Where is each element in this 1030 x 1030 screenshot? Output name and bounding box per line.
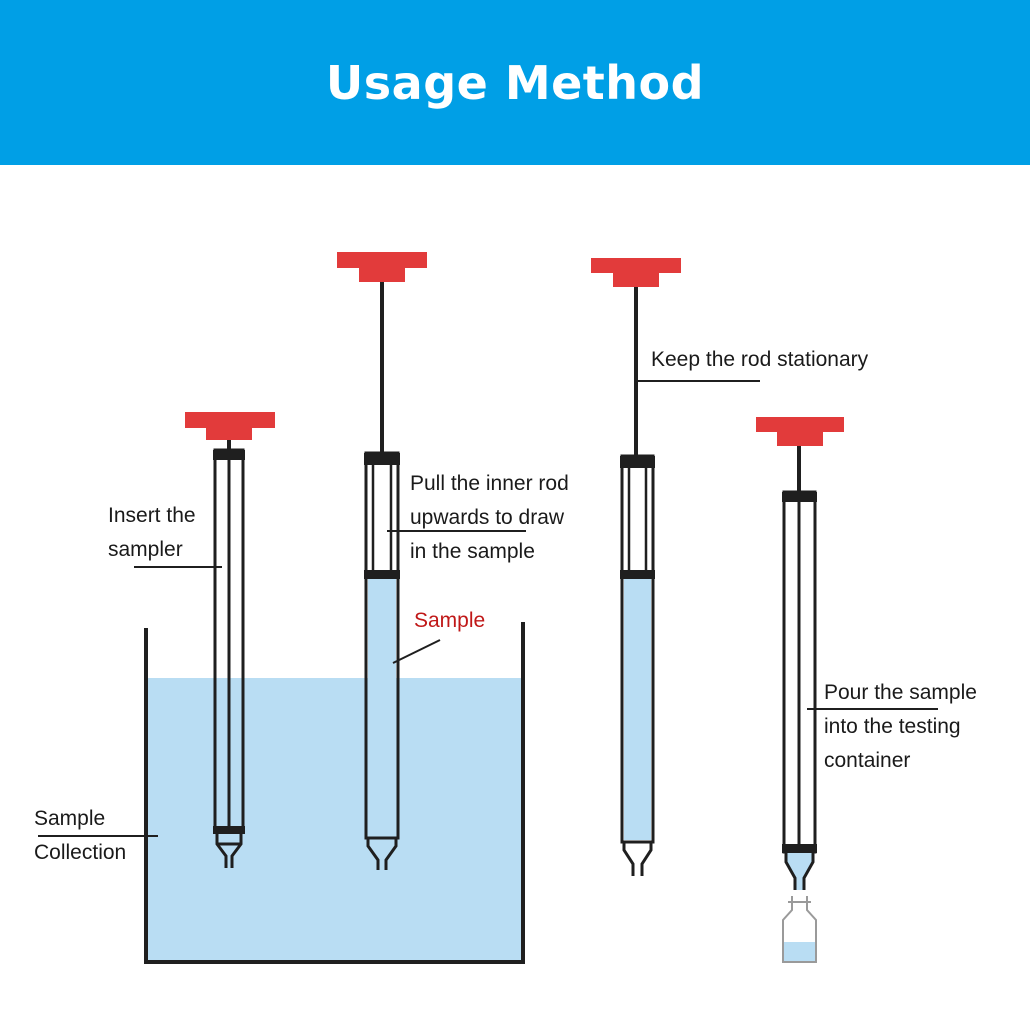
sampler-pull-piston bbox=[364, 570, 400, 579]
test-bottle-outline bbox=[782, 896, 817, 963]
sampler-keep-nozzle bbox=[622, 842, 653, 876]
collection-label-line-1: Sample bbox=[34, 807, 106, 830]
sampler-insert-top-cap bbox=[213, 450, 245, 460]
container-liquid bbox=[146, 678, 522, 962]
pour-label: Pour the sample into the testing contain… bbox=[824, 676, 977, 778]
sampler-keep bbox=[591, 258, 760, 876]
sampler-pour-nozzle-liquid bbox=[786, 853, 813, 890]
page-title: Usage Method bbox=[325, 55, 705, 110]
sampler-pour-top-cap bbox=[782, 492, 817, 502]
sampler-insert-handle-stem bbox=[206, 426, 252, 440]
sampler-pour-nozzle bbox=[784, 853, 815, 890]
sampler-pour-handle-stem bbox=[777, 430, 823, 446]
sampler-keep-piston bbox=[620, 570, 655, 579]
keep-label: Keep the rod stationary bbox=[651, 348, 869, 371]
pour-label-line-2: into the testing bbox=[824, 715, 961, 738]
container-walls bbox=[144, 622, 525, 964]
sample-container bbox=[144, 622, 525, 964]
collection-label-line-2: Collection bbox=[34, 841, 127, 864]
pull-label-line-2: upwards to draw bbox=[410, 506, 565, 529]
sampler-keep-top-cap bbox=[620, 456, 655, 468]
sampler-pull bbox=[337, 252, 526, 870]
sampler-pull-nozzle bbox=[366, 838, 398, 870]
sampler-keep-liquid bbox=[624, 578, 651, 840]
sampler-insert-nozzle bbox=[215, 834, 243, 868]
sample-label: Sample bbox=[414, 609, 486, 632]
sampler-pull-top-cap bbox=[364, 453, 400, 465]
sampler-keep-handle-stem bbox=[613, 271, 659, 287]
sample-leader-line bbox=[392, 639, 441, 664]
header-banner: Usage Method bbox=[0, 0, 1030, 165]
sampler-pour-handle-bar bbox=[756, 417, 844, 432]
collection-label: Sample Collection bbox=[34, 802, 126, 870]
pull-label-line-3: in the sample bbox=[410, 540, 535, 563]
insert-label-line-2: sampler bbox=[108, 538, 183, 561]
pour-label-line-3: container bbox=[824, 749, 911, 772]
sampler-pour bbox=[756, 417, 938, 890]
sampler-pull-handle-bar bbox=[337, 252, 427, 268]
sampler-keep-handle-bar bbox=[591, 258, 681, 273]
sampler-insert-handle-bar bbox=[185, 412, 275, 428]
test-bottle-liquid bbox=[783, 942, 816, 961]
sampler-pour-bottom-cap bbox=[782, 844, 817, 853]
pull-label-line-1: Pull the inner rod bbox=[410, 472, 569, 495]
test-bottle bbox=[782, 896, 817, 963]
pour-label-line-1: Pour the sample bbox=[824, 681, 977, 704]
insert-label-line-1: Insert the bbox=[108, 504, 196, 527]
sampler-pull-handle-stem bbox=[359, 266, 405, 282]
sampler-insert-bottom-cap bbox=[213, 826, 245, 834]
sampler-pull-liquid bbox=[368, 578, 396, 835]
insert-label: Insert the sampler bbox=[108, 499, 196, 567]
sampler-insert bbox=[134, 412, 275, 868]
pull-label: Pull the inner rod upwards to draw in th… bbox=[410, 467, 569, 569]
